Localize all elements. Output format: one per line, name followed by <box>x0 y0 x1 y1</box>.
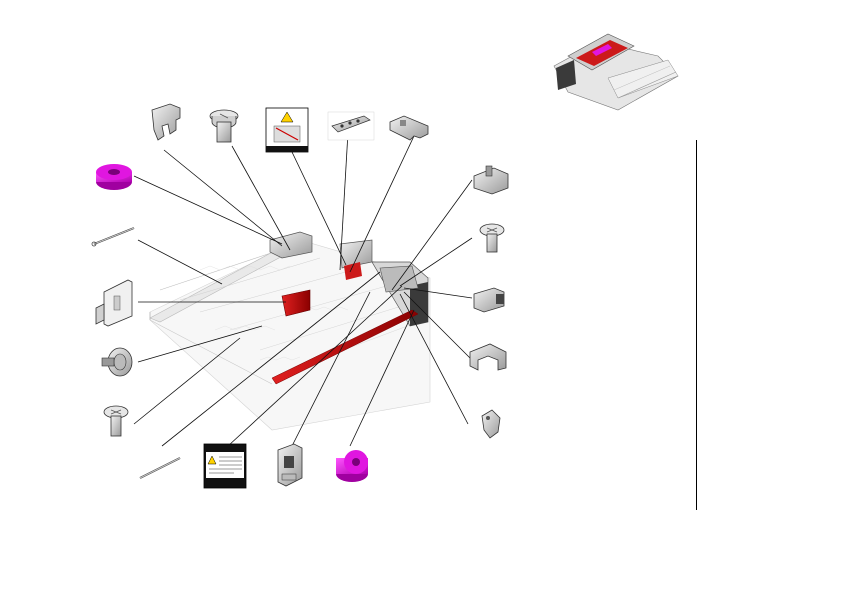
warning-label-icon <box>265 107 309 153</box>
hook-icon <box>481 409 501 439</box>
clip-icon <box>151 103 181 141</box>
screw-icon <box>209 109 239 143</box>
caution-label-icon <box>203 443 247 489</box>
wire-lower-icon <box>139 457 181 479</box>
screw-lower-icon <box>103 405 129 437</box>
wire-icon <box>91 227 135 247</box>
bracket-right-icon <box>469 343 507 371</box>
leader-lines <box>133 131 473 447</box>
screw-right-icon <box>479 223 505 253</box>
assembly-thumbnail <box>548 6 682 136</box>
sensor-icon <box>473 287 505 313</box>
bracket-clip-icon <box>389 115 429 141</box>
shaft-icon <box>327 111 375 141</box>
roller-icon <box>96 164 132 190</box>
main-assembly <box>149 231 431 431</box>
roller-lower-icon <box>336 450 368 482</box>
holder-icon <box>277 443 303 487</box>
page-divider <box>696 140 697 510</box>
plate-icon <box>95 279 133 327</box>
latch-icon <box>473 165 509 195</box>
knob-icon <box>101 347 133 377</box>
